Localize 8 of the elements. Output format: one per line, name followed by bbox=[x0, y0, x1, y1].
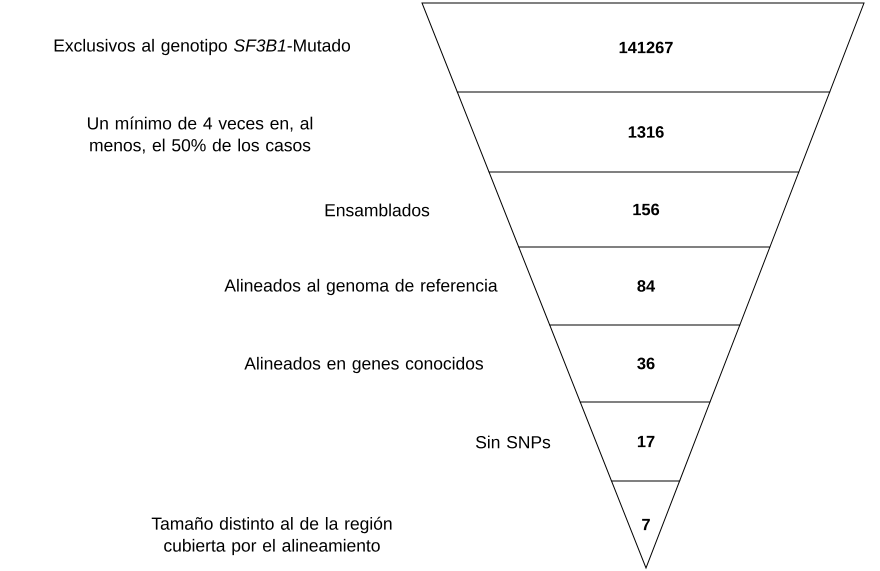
step-label: Exclusivos al genotipo SF3B1-Mutado bbox=[54, 38, 350, 56]
step-label: Tamaño distinto al de la región cubierta por el alineamiento bbox=[152, 516, 392, 556]
step-label: Alineados al genoma de referencia bbox=[224, 278, 498, 296]
step-label: Ensamblados bbox=[326, 204, 430, 216]
funnel-band: 1316 bbox=[456, 92, 830, 172]
step-label: Un mínimo de 4 veces en, al menos, el 50% de los casos bbox=[88, 116, 312, 154]
step-label: Sin SNPs bbox=[476, 436, 550, 448]
step-label: Alineados en genes conocidos bbox=[244, 356, 484, 374]
